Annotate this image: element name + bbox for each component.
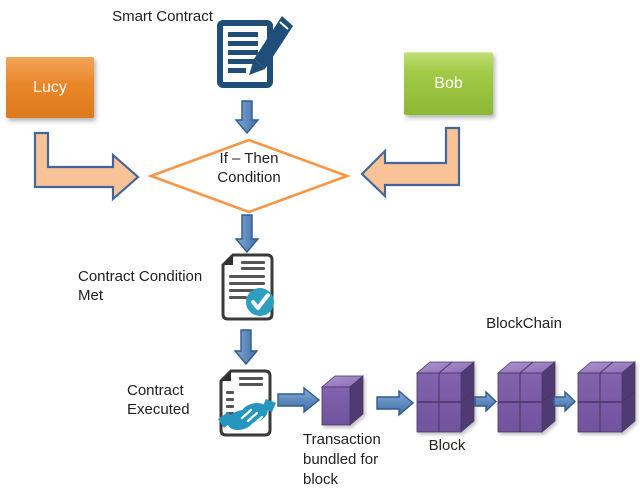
block-1-icon [415, 361, 476, 433]
contract-executed-label: Contract Executed [127, 381, 217, 419]
decision-line1: If – Then [219, 150, 279, 167]
block1-to-block2-arrow [474, 390, 498, 413]
decision-line2: Condition [217, 169, 281, 186]
contract-executed-document-icon [218, 369, 276, 437]
block-3-icon [576, 361, 637, 433]
actor-box-bob: Bob [404, 52, 493, 115]
pen-icon [254, 16, 293, 69]
smart-contract-document-pen-icon [217, 16, 293, 88]
check-icon [251, 293, 270, 310]
check-circle-icon [246, 288, 274, 316]
condition-met-to-executed-arrow [233, 329, 259, 366]
transaction-line3: block [303, 471, 339, 488]
executed-line2: Executed [127, 401, 190, 418]
if-then-condition-diamond [147, 138, 351, 214]
condition-met-line2: Met [78, 287, 104, 304]
block-label: Block [428, 437, 466, 454]
block-2-icon [496, 361, 557, 433]
condition-met-document-icon [221, 253, 274, 321]
condition-met-line1: Contract Condition [78, 268, 203, 285]
bob-to-condition-bent-arrow [360, 126, 461, 199]
actor-lucy-label: Lucy [33, 78, 67, 96]
blockchain-label: BlockChain [486, 315, 562, 332]
condition-to-condition-met-arrow [234, 214, 260, 254]
handshake-icon [218, 399, 276, 431]
smart-contract-to-condition-arrow [234, 100, 260, 135]
transaction-to-block-arrow [376, 389, 415, 417]
actor-box-lucy: Lucy [6, 57, 94, 118]
actor-bob-label: Bob [434, 75, 463, 92]
block2-to-block3-arrow [553, 390, 577, 413]
transaction-cube-icon [320, 375, 365, 426]
transaction-line2: bundled for [303, 451, 379, 468]
smart-contract-label: Smart Contract [112, 8, 213, 25]
executed-line1: Contract [127, 382, 184, 399]
contract-condition-met-label: Contract Condition Met [78, 267, 223, 305]
transaction-bundled-label: Transaction bundled for block [303, 430, 418, 490]
if-then-condition-label: If – Then Condition [151, 149, 347, 187]
executed-to-transaction-arrow [277, 386, 321, 414]
transaction-line1: Transaction [303, 431, 381, 448]
lucy-to-condition-bent-arrow [33, 131, 140, 202]
